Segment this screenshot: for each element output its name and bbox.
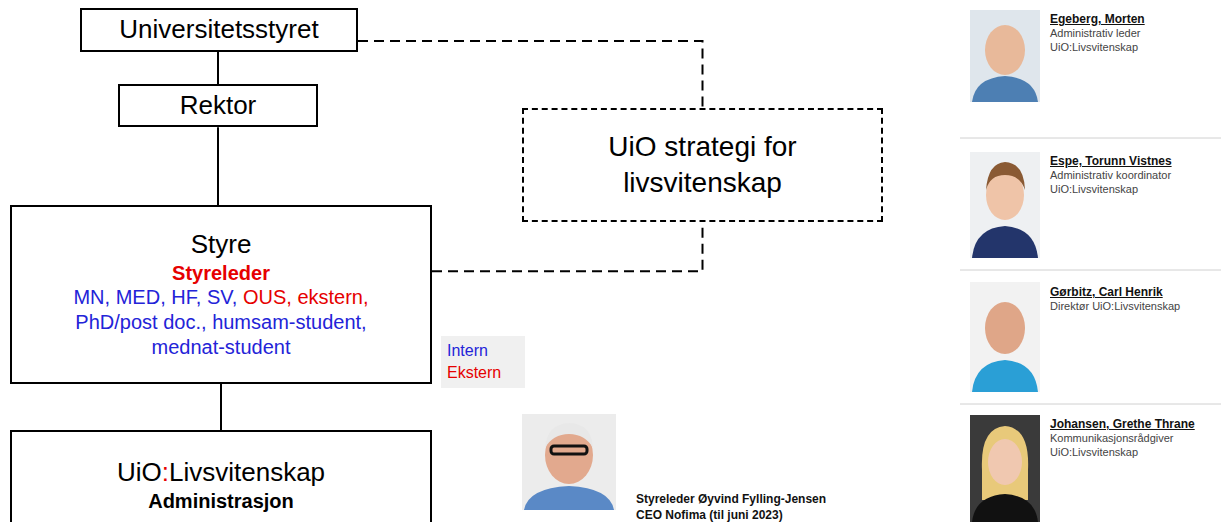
box-title: UiO:Livsvitenskap (117, 457, 325, 488)
dashed-connector (358, 41, 703, 108)
person-info: Direktør UiO:Livsvitenskap (1050, 300, 1180, 312)
rector-box: Rektor (118, 84, 318, 127)
member-item: mednat-student (152, 335, 291, 360)
person-name: Egeberg, Morten (1050, 12, 1145, 26)
box-title: Styre (191, 229, 252, 260)
connector-line (221, 384, 222, 430)
member-item: MED, (116, 285, 166, 310)
portrait-photo (970, 282, 1040, 392)
person-info: Administrativ leder (1050, 27, 1140, 39)
person-info: UiO:Livsvitenskap (1050, 41, 1138, 53)
legend-box: InternEkstern (441, 336, 525, 388)
person-info: Kommunikasjonsrådgiver (1050, 432, 1174, 444)
member-item: humsam-student, (212, 310, 367, 335)
person-name: Johansen, Grethe Thrane (1050, 417, 1195, 431)
portrait-photo (970, 152, 1040, 258)
person-info: UiO:Livsvitenskap (1050, 446, 1138, 458)
person-name: Espe, Torunn Vistnes (1050, 154, 1172, 168)
person-name: Gørbitz, Carl Henrik (1050, 285, 1163, 299)
person-info: Styreleder Øyvind Fylling-Jensen (636, 492, 826, 506)
portrait-photo (522, 414, 616, 510)
portrait-photo (970, 415, 1040, 522)
box-title: UiO strategi for livsvitenskap (534, 129, 871, 202)
member-item: PhD/post doc., (75, 310, 206, 335)
person-info: Administrativ koordinator (1050, 169, 1171, 181)
legend-text: Intern (447, 342, 488, 359)
member-item: ekstern, (297, 285, 368, 310)
box-title: Rektor (180, 90, 257, 121)
legend-sample: Intern (447, 340, 519, 362)
board-box: Universitetsstyret (80, 8, 358, 52)
legend-text: Ekstern (447, 364, 501, 381)
member-item: OUS, (243, 285, 292, 310)
portrait-photo (970, 10, 1040, 102)
connector-line (218, 52, 219, 84)
administration-box: UiO:LivsvitenskapAdministrasjon (10, 430, 432, 522)
member-item: HF, (171, 285, 201, 310)
person-info: CEO Nofima (til juni 2023) (636, 508, 783, 522)
strategy-box: UiO strategi for livsvitenskap (522, 108, 883, 222)
separator-lines (960, 138, 1221, 404)
box-title: Universitetsstyret (119, 14, 318, 45)
box-text: Styreleder (172, 261, 270, 285)
legend-sample: Ekstern (447, 362, 519, 384)
board-box: StyreStyrelederMN,MED,HF,SV,OUS,ekstern,… (10, 205, 432, 384)
member-item: SV, (207, 285, 237, 310)
box-text: Administrasjon (148, 489, 294, 513)
member-item: MN, (73, 285, 110, 310)
person-info: UiO:Livsvitenskap (1050, 183, 1138, 195)
dashed-connector (432, 222, 703, 271)
connector-line (218, 127, 219, 205)
